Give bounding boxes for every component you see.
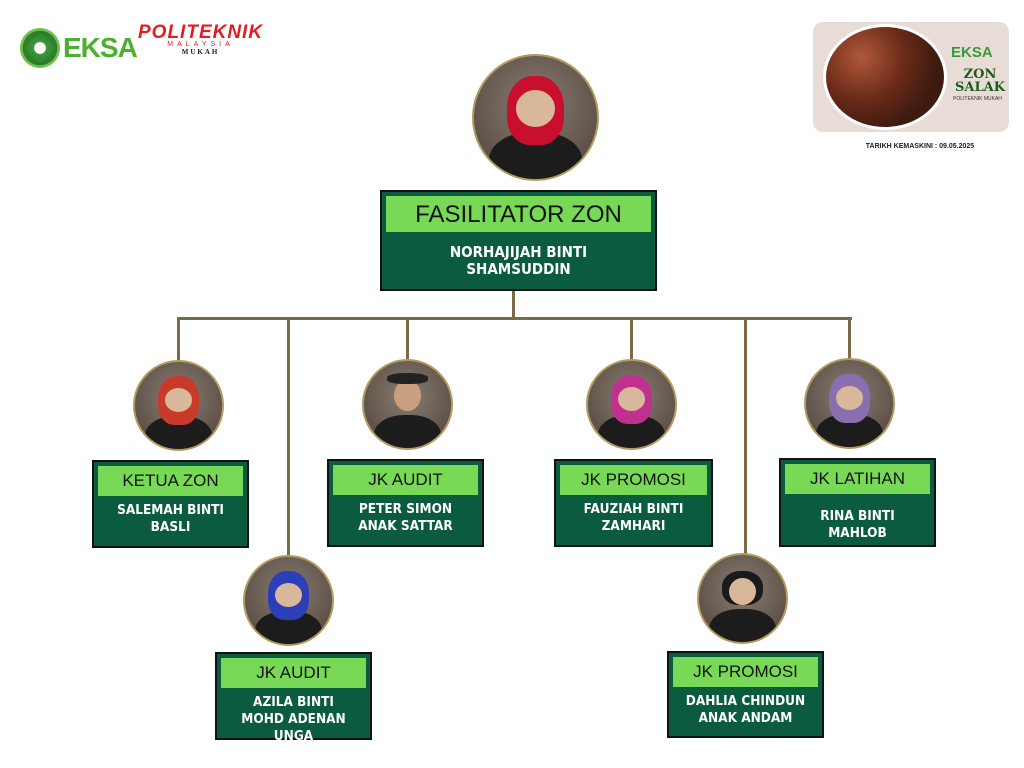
facilitator-name: NORHAJIJAH BINTI SHAMSUDDIN (449, 243, 588, 278)
member-role: JK AUDIT (333, 465, 478, 495)
facilitator-card: FASILITATOR ZON NORHAJIJAH BINTI SHAMSUD… (380, 190, 657, 291)
connector (177, 317, 180, 361)
member-card: JK LATIHAN RINA BINTI MAHLOB (779, 458, 936, 547)
member-role: JK PROMOSI (673, 657, 818, 687)
eksa-logo-text: EKSA (63, 32, 138, 63)
member-photo (586, 359, 677, 450)
member-name: AZILA BINTI MOHD ADENAN UNGA (241, 694, 346, 744)
zone-subtitle: POLITEKNIK MUKAH (953, 96, 1002, 102)
member-photo (133, 360, 224, 451)
facilitator-role: FASILITATOR ZON (386, 196, 651, 232)
member-role: JK PROMOSI (560, 465, 707, 495)
politeknik-country: MALAYSIA (167, 41, 234, 48)
member-name: SALEMAH BINTI BASLI (117, 502, 224, 535)
member-name: FAUZIAH BINTI ZAMHARI (583, 501, 684, 534)
member-card: KETUA ZON SALEMAH BINTI BASLI (92, 460, 249, 548)
member-name: RINA BINTI MAHLOB (820, 508, 895, 541)
member-role: JK AUDIT (221, 658, 366, 688)
politeknik-logo: POLITEKNIK MALAYSIA MUKAH (138, 22, 263, 56)
member-photo (362, 359, 453, 450)
member-role: KETUA ZON (98, 466, 243, 496)
zone-badge: EKSA ZON SALAK POLITEKNIK MUKAH (813, 22, 1009, 132)
connector (512, 290, 515, 319)
connector (177, 317, 852, 320)
member-card: JK AUDIT AZILA BINTI MOHD ADENAN UNGA (215, 652, 372, 744)
member-photo (697, 553, 788, 644)
connector (287, 317, 290, 557)
connector (744, 317, 747, 555)
connector (848, 317, 851, 361)
zone-name: ZON SALAK (955, 67, 1006, 95)
member-name: DAHLIA CHINDUN ANAK ANDAM (685, 693, 806, 726)
member-name: PETER SIMON ANAK SATTAR (358, 501, 453, 534)
member-card: JK PROMOSI FAUZIAH BINTI ZAMHARI (554, 459, 713, 547)
member-card: JK AUDIT PETER SIMON ANAK SATTAR (327, 459, 484, 547)
facilitator-photo (472, 54, 599, 181)
update-date: TARIKH KEMASKINI : 09.05.2025 (865, 143, 975, 150)
member-card: JK PROMOSI DAHLIA CHINDUN ANAK ANDAM (667, 651, 824, 738)
member-photo (804, 358, 895, 449)
eksa-emblem-icon (20, 28, 60, 68)
eksa-logo: EKSA (20, 28, 138, 68)
member-photo (243, 555, 334, 646)
politeknik-title: POLITEKNIK (138, 22, 264, 43)
politeknik-campus: MUKAH (181, 48, 220, 56)
connector (406, 317, 409, 361)
connector (630, 317, 633, 361)
zone-badge-logo: EKSA (951, 44, 993, 61)
member-role: JK LATIHAN (785, 464, 930, 494)
salak-fruit-image (823, 24, 947, 130)
